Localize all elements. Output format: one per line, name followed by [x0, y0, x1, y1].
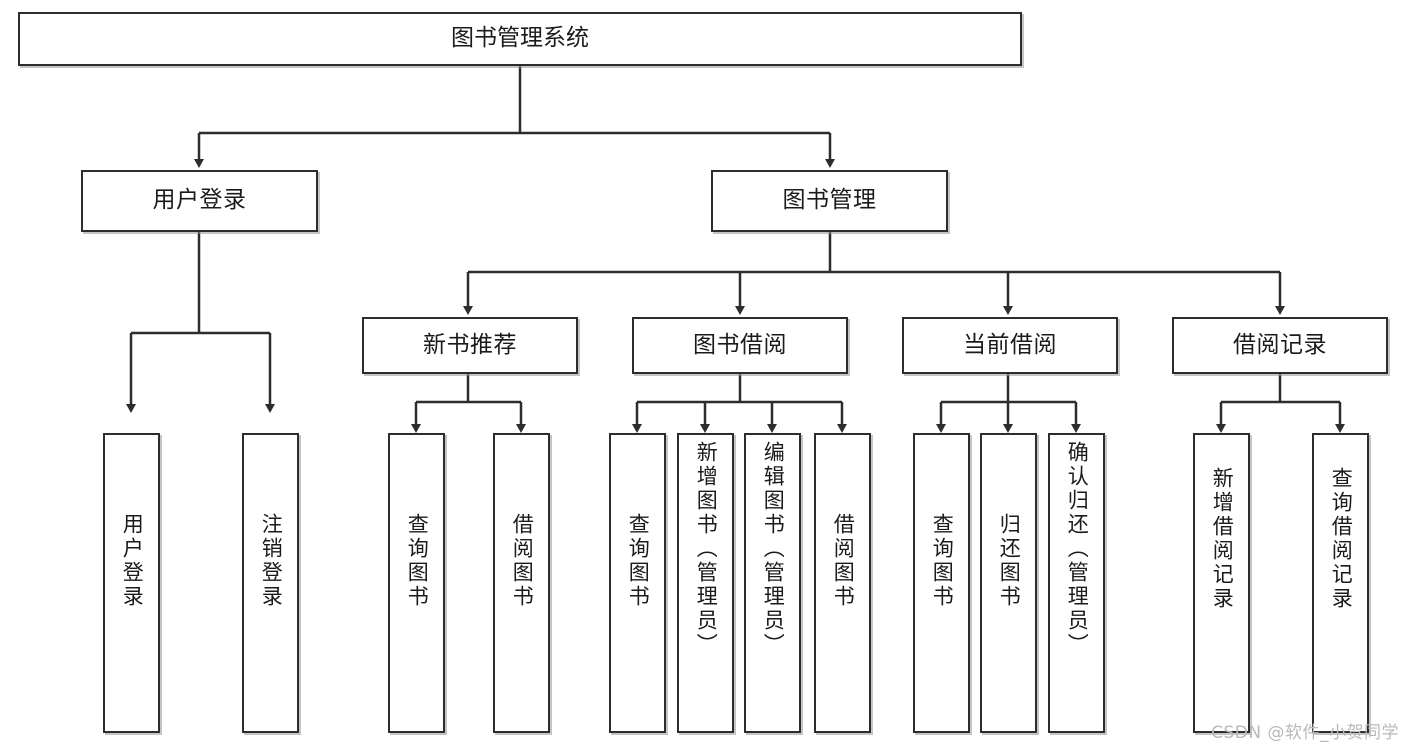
- leaf-user-login-login[interactable]: 用户登录: [103, 433, 160, 733]
- csdn-watermark: CSDN @软件_小贺同学: [1211, 723, 1399, 743]
- leaf-new-book-query-label: 查询图书: [405, 513, 430, 609]
- node-new-book-recommend[interactable]: 新书推荐: [362, 317, 578, 374]
- node-new-book-recommend-label: 新书推荐: [423, 331, 517, 358]
- leaf-user-login-logout-label: 注销登录: [259, 513, 284, 609]
- leaf-book-borrow-edit[interactable]: 编辑图书（管理员）: [744, 433, 801, 733]
- leaf-current-borrow-return[interactable]: 归还图书: [980, 433, 1037, 733]
- node-book-management-label: 图书管理: [782, 187, 877, 214]
- leaf-current-borrow-confirm-label: 确认归还（管理员）: [1065, 441, 1090, 657]
- node-current-borrow[interactable]: 当前借阅: [902, 317, 1118, 374]
- leaf-book-borrow-edit-label: 编辑图书（管理员）: [761, 441, 786, 657]
- node-borrow-record-label: 借阅记录: [1233, 331, 1327, 358]
- leaf-current-borrow-return-label: 归还图书: [997, 513, 1022, 609]
- leaf-current-borrow-confirm[interactable]: 确认归还（管理员）: [1048, 433, 1105, 733]
- node-user-login-label: 用户登录: [152, 187, 247, 214]
- leaf-borrow-record-add-label: 新增借阅记录: [1210, 467, 1235, 611]
- leaf-new-book-borrow-label: 借阅图书: [510, 513, 535, 609]
- leaf-borrow-record-add[interactable]: 新增借阅记录: [1193, 433, 1250, 733]
- leaf-user-login-login-label: 用户登录: [120, 513, 145, 609]
- leaf-book-borrow-add[interactable]: 新增图书（管理员）: [677, 433, 734, 733]
- node-user-login[interactable]: 用户登录: [81, 170, 318, 232]
- node-root-label: 图书管理系统: [451, 25, 589, 52]
- node-borrow-record[interactable]: 借阅记录: [1172, 317, 1388, 374]
- leaf-book-borrow-borrow[interactable]: 借阅图书: [814, 433, 871, 733]
- leaf-new-book-query[interactable]: 查询图书: [388, 433, 445, 733]
- node-current-borrow-label: 当前借阅: [963, 331, 1057, 358]
- leaf-book-borrow-borrow-label: 借阅图书: [831, 513, 856, 609]
- leaf-user-login-logout[interactable]: 注销登录: [242, 433, 299, 733]
- node-root[interactable]: 图书管理系统: [18, 12, 1022, 66]
- leaf-borrow-record-query-label: 查询借阅记录: [1329, 467, 1354, 611]
- leaf-borrow-record-query[interactable]: 查询借阅记录: [1312, 433, 1369, 733]
- leaf-current-borrow-query[interactable]: 查询图书: [913, 433, 970, 733]
- leaf-book-borrow-query-label: 查询图书: [626, 513, 651, 609]
- leaf-new-book-borrow[interactable]: 借阅图书: [493, 433, 550, 733]
- leaf-current-borrow-query-label: 查询图书: [930, 513, 955, 609]
- node-book-management[interactable]: 图书管理: [711, 170, 948, 232]
- node-book-borrow[interactable]: 图书借阅: [632, 317, 848, 374]
- node-book-borrow-label: 图书借阅: [693, 331, 787, 358]
- leaf-book-borrow-query[interactable]: 查询图书: [609, 433, 666, 733]
- leaf-book-borrow-add-label: 新增图书（管理员）: [694, 441, 719, 657]
